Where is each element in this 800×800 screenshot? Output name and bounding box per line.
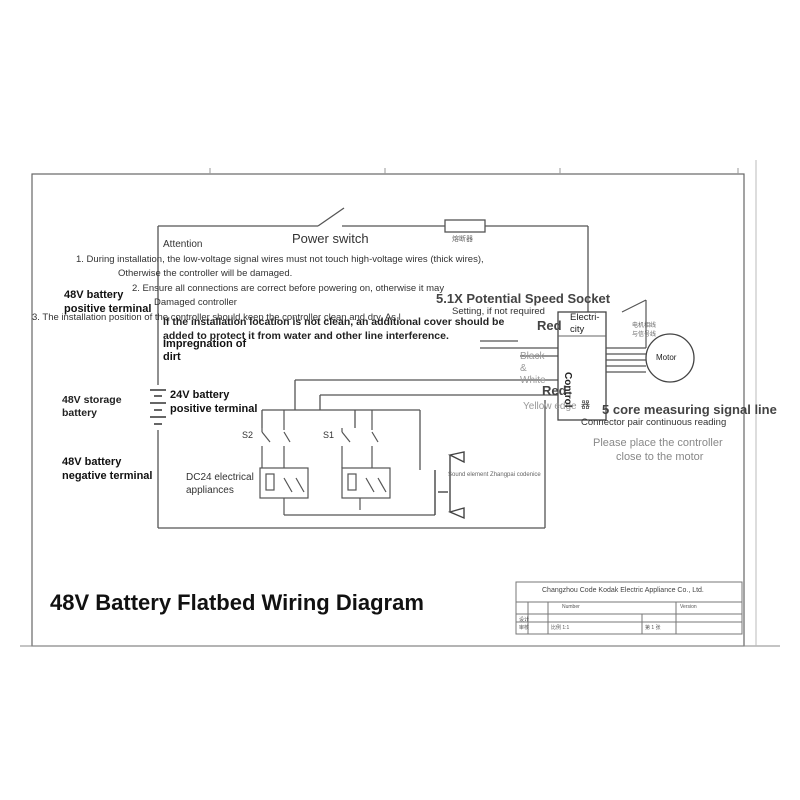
sound-element-label: Sound element Zhangpai codenice xyxy=(448,472,541,478)
black-label: Black xyxy=(520,351,545,362)
relay-2 xyxy=(341,467,391,510)
connector-label: Connector pair continuous reading xyxy=(581,417,727,428)
place-label-1: Please place the controller xyxy=(593,437,723,449)
and-label: & xyxy=(520,363,527,374)
note-3b: If the installation location is not clea… xyxy=(163,316,505,328)
title-block xyxy=(515,581,743,635)
yellow-edge-label: Yellow edge xyxy=(523,401,577,412)
electricity-label: Electri- xyxy=(570,312,600,323)
city-label: city xyxy=(570,324,585,335)
note-2: 2. Ensure all connections are correct be… xyxy=(132,283,445,294)
ratio-label: 比例 1:1 xyxy=(551,625,570,631)
number-label: Number xyxy=(562,604,580,610)
motor-label: Motor xyxy=(656,353,677,362)
speed-socket-sub-label: Setting, if not required xyxy=(452,306,545,317)
note-1: 1. During installation, the low-voltage … xyxy=(76,254,484,265)
battery-symbol xyxy=(150,389,166,425)
s2-label: S2 xyxy=(242,430,254,440)
checked-label: 审核 xyxy=(519,625,530,631)
note-3: 3. The installation position of the cont… xyxy=(32,312,401,323)
fuse xyxy=(444,219,486,233)
place-label-2: close to the motor xyxy=(616,451,704,463)
storage-label: 48V storage xyxy=(62,394,122,406)
s1-label: S1 xyxy=(323,430,335,440)
red-label-2: Red xyxy=(542,383,567,398)
sheet-label: 第 1 张 xyxy=(645,625,661,631)
note-3c: added to protect it from water and other… xyxy=(163,330,449,342)
motor-circle xyxy=(645,333,695,383)
pos-24b-label: positive terminal xyxy=(170,403,258,415)
sound-element xyxy=(434,451,465,520)
dc24-label: DC24 electrical xyxy=(186,472,254,483)
note-1b: Otherwise the controller will be damaged… xyxy=(118,268,293,279)
switch-s1 xyxy=(341,410,379,468)
dirt-label: dirt xyxy=(163,351,181,363)
bat-pos-48-label: 48V battery xyxy=(64,289,124,301)
motor-cn-1: 电机相线 xyxy=(632,323,657,329)
diagram-title: 48V Battery Flatbed Wiring Diagram xyxy=(50,590,424,615)
controller-box xyxy=(557,311,607,421)
bat-pos-48b-label: positive terminal xyxy=(64,303,152,315)
version-label: Version xyxy=(680,604,697,610)
drawn-label: 设计 xyxy=(519,617,530,623)
bat-neg-48-label: 48V battery xyxy=(62,456,122,468)
relay-1 xyxy=(259,467,435,516)
white-label: White xyxy=(520,375,546,386)
fuse-label: 熔断器 xyxy=(452,236,473,243)
impregnation-label: Impregnation of xyxy=(163,338,247,350)
power-switch-label: Power switch xyxy=(292,231,369,246)
storage-b-label: battery xyxy=(62,407,98,419)
dc24b-label: appliances xyxy=(186,485,234,496)
attention-label: Attention xyxy=(163,239,203,250)
control-label: Control xyxy=(562,372,573,408)
note-2b: Damaged controller xyxy=(154,297,237,308)
speed-socket-label: 5.1X Potential Speed Socket xyxy=(436,291,611,306)
company-name: Changzhou Code Kodak Electric Appliance … xyxy=(542,587,704,594)
main-circuit xyxy=(157,207,589,529)
motor-cn-2: 与信号线 xyxy=(632,332,657,338)
frame-ticks xyxy=(209,168,739,174)
red-label-1: Red xyxy=(537,318,562,333)
motor-leads xyxy=(606,299,647,373)
bat-neg-48b-label: negative terminal xyxy=(62,470,153,482)
measuring-label: 5 core measuring signal line xyxy=(602,402,777,417)
pos-24-label: 24V battery xyxy=(170,389,230,401)
control-cn-label: 器 xyxy=(581,400,591,410)
switch-s2 xyxy=(261,410,291,468)
